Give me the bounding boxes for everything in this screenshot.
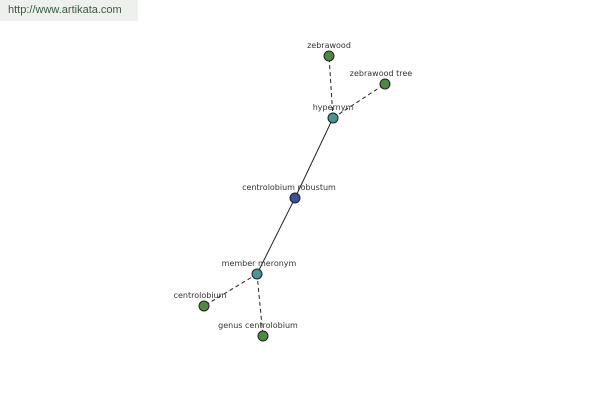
node-zebrawood-tree[interactable]: zebrawood tree	[350, 69, 413, 90]
edge-central-hypernym	[294, 117, 334, 199]
node-genus-centrolobium[interactable]: genus centrolobium	[218, 321, 298, 342]
leaf-node-circle	[379, 78, 391, 90]
leaf-node-circle	[198, 300, 210, 312]
node-label: hypernym	[313, 103, 354, 112]
leaf-node-circle	[323, 50, 335, 62]
node-centrolobium[interactable]: centrolobium	[174, 291, 227, 312]
watermark-url: http://www.artikata.com	[8, 4, 122, 16]
node-label: zebrawood	[307, 41, 351, 50]
relation-node-circle	[327, 112, 339, 124]
node-hypernym[interactable]: hypernym	[313, 103, 354, 124]
relation-node-circle	[251, 268, 263, 280]
node-member-meronym[interactable]: member meronym	[222, 259, 297, 280]
node-zebrawood[interactable]: zebrawood	[307, 41, 351, 62]
node-label: member meronym	[222, 259, 297, 268]
leaf-node-circle	[257, 330, 269, 342]
node-centrolobium-robustum[interactable]: centrolobium robustum	[242, 183, 336, 204]
edge-hypernym-zebrawood	[328, 55, 334, 119]
node-label: centrolobium robustum	[242, 183, 336, 192]
edge-member-meronym-centrolobium	[203, 273, 258, 307]
edge-central-member-meronym	[256, 197, 296, 275]
edge-hypernym-zebrawood-tree	[332, 83, 386, 119]
node-label: centrolobium	[174, 291, 227, 300]
edge-member-meronym-genus-centrolobium	[256, 273, 264, 337]
central-node-circle	[289, 192, 301, 204]
node-label: zebrawood tree	[350, 69, 413, 78]
node-label: genus centrolobium	[218, 321, 298, 330]
watermark: http://www.artikata.com	[0, 0, 138, 21]
